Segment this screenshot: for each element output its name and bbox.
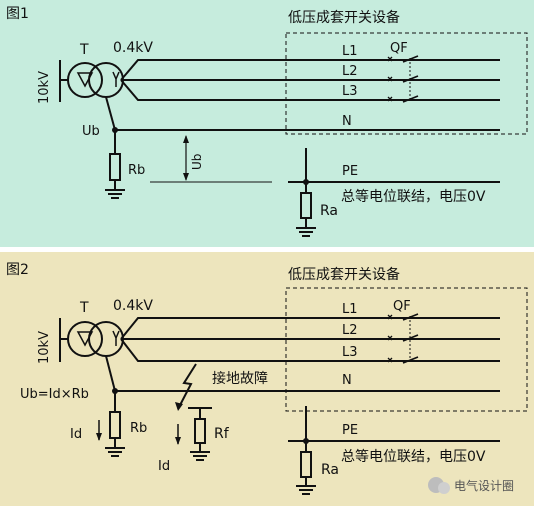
wye-winding-icon-2 <box>112 330 120 346</box>
switchgear-box <box>285 32 528 135</box>
transformer-primary-coil-2 <box>67 321 103 357</box>
ra-label-2: Ra <box>321 462 339 478</box>
breaker-contact-l3-icon-2 <box>387 357 393 363</box>
id-label-left: Id <box>70 427 82 442</box>
breaker-contact-l1-icon-2 <box>387 314 393 320</box>
circuit-breaker-symbol-2 <box>387 313 419 364</box>
phase-l3-label-2: L3 <box>342 345 358 360</box>
figure-2-caption: 图2 <box>6 262 29 278</box>
phase-l2-label: L2 <box>342 64 358 79</box>
phase-l3-conductor-2 <box>120 338 500 362</box>
rb-label-2: Rb <box>130 421 147 436</box>
arrow-up-icon <box>183 135 189 143</box>
watermark-text: 电气设计圈 <box>454 478 514 493</box>
phase-l3-label: L3 <box>342 84 358 99</box>
hv-voltage-label: 10kV <box>37 71 52 104</box>
fault-arrow-icon <box>175 402 183 411</box>
neutral-potential-label: Ub <box>82 124 100 139</box>
delta-winding-icon-2 <box>76 331 94 347</box>
neutral-lead <box>105 96 116 131</box>
rf-ground-icon <box>190 451 210 461</box>
arrow-down-icon <box>183 173 189 181</box>
circuit-breaker-symbol <box>387 55 419 103</box>
switchgear-title-2: 低压成套开关设备 <box>288 266 400 283</box>
pe-label-2: PE <box>342 423 358 438</box>
phase-l2-label-2: L2 <box>342 323 358 338</box>
ra-ground-icon <box>296 227 316 237</box>
switchgear-box-2 <box>285 287 528 412</box>
rb-ground-icon <box>105 189 125 199</box>
fault-label: 接地故障 <box>212 370 268 387</box>
ub-measure-label: Ub <box>190 154 204 170</box>
rb-ground-icon-2 <box>105 447 125 457</box>
rf-label: Rf <box>214 426 230 442</box>
rb-label: Rb <box>128 163 145 178</box>
switchgear-title: 低压成套开关设备 <box>288 9 400 26</box>
breaker-label-2: QF <box>393 299 411 314</box>
figure-1-background <box>0 0 534 247</box>
transformer-voltage-label-2: 0.4kV <box>113 298 153 314</box>
transformer-voltage-label: 0.4kV <box>113 40 153 56</box>
phase-l1-conductor <box>120 59 500 81</box>
wye-winding-icon <box>112 71 120 87</box>
bonding-note-2: 总等电位联结，电压0V <box>341 448 486 465</box>
neutral-lead-2 <box>105 355 116 392</box>
watermark: 电气设计圈 <box>428 477 514 494</box>
figure-1: 图1 低压成套开关设备 10kV T 0.4kV L1 L2 L3 QF <box>0 0 534 247</box>
pe-label: PE <box>342 164 358 179</box>
figure-divider <box>0 247 534 252</box>
figure-1-caption: 图1 <box>6 6 29 22</box>
breaker-contact-l2-icon-2 <box>387 335 393 341</box>
neutral-label: N <box>342 114 352 129</box>
ra-label: Ra <box>320 203 338 219</box>
breaker-contact-l1-icon <box>387 56 393 62</box>
phase-l1-label: L1 <box>342 44 358 59</box>
transformer-label: T <box>79 42 89 58</box>
breaker-contact-l2-icon <box>387 76 393 82</box>
figure-2-background <box>0 252 534 506</box>
breaker-label: QF <box>390 41 408 56</box>
hv-voltage-label-2: 10kV <box>37 331 52 364</box>
phase-l1-conductor-2 <box>120 317 500 340</box>
bonding-note: 总等电位联结，电压0V <box>341 188 486 205</box>
ub-voltage-arrow <box>183 135 189 181</box>
arrow-down-icon-left <box>96 433 102 441</box>
id-label-fault: Id <box>158 459 170 474</box>
transformer-primary-coil <box>67 62 103 98</box>
phase-l3-conductor <box>120 79 500 101</box>
transformer-label-2: T <box>79 300 89 316</box>
breaker-contact-l3-icon <box>387 96 393 102</box>
neutral-label-2: N <box>342 373 352 388</box>
phase-l1-label-2: L1 <box>342 302 358 317</box>
fault-lightning-icon <box>177 363 197 410</box>
delta-winding-icon <box>76 72 94 88</box>
ra-ground-icon-2 <box>296 485 316 495</box>
arrow-down-icon-fault <box>175 437 181 445</box>
watermark-logo-icon-small <box>438 482 450 494</box>
ub-formula-label: Ub=Id×Rb <box>20 387 89 402</box>
figure-2: 图2 低压成套开关设备 10kV T 0.4kV L1 L2 L3 QF <box>0 252 534 506</box>
